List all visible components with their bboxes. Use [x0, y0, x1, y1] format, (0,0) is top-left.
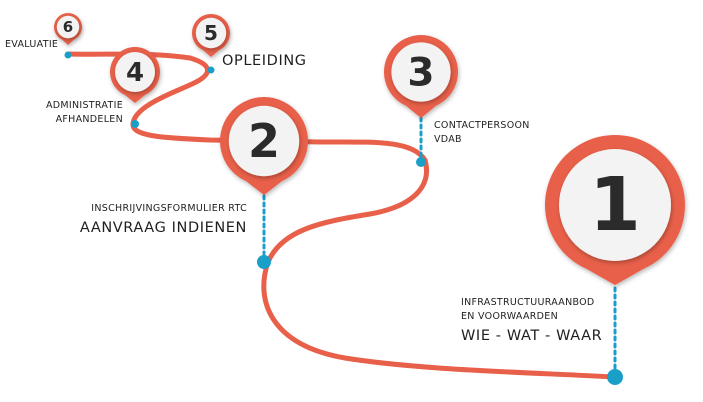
step-2-label-top: INSCHRIJVINGSFORMULIER RTC: [91, 203, 247, 214]
node-3: [416, 157, 426, 167]
step-5-marker: 5: [192, 14, 231, 57]
node-1: [607, 369, 623, 385]
step-5-number: 5: [204, 21, 218, 45]
step-6-number: 6: [63, 18, 73, 36]
step-2-marker-face: [228, 105, 300, 177]
step-3-label-top: CONTACTPERSOON: [434, 120, 530, 131]
step-5-marker-face: [195, 17, 227, 49]
step-1-marker-face: [559, 149, 671, 261]
step-4-label-top: ADMINISTRATIE: [45, 100, 123, 111]
step-4-marker: 4: [110, 47, 161, 103]
step-1-marker: 1: [545, 135, 686, 285]
node-2: [257, 255, 271, 269]
step-1-number: 1: [589, 162, 641, 248]
step-1-title: WIE - WAT - WAAR: [461, 328, 603, 344]
step-3-marker: 3: [383, 34, 458, 118]
step-3-label-mid: VDAB: [434, 134, 462, 145]
step-3-number: 3: [407, 50, 434, 95]
node-4: [131, 120, 139, 128]
step-6-label-top: EVALUATIE: [5, 39, 59, 50]
step-2-number: 2: [248, 114, 280, 168]
step-3-marker-face: [391, 42, 451, 102]
node-5: [207, 66, 215, 74]
step-4-marker-face: [115, 52, 155, 92]
step-6-marker-face: [56, 15, 80, 39]
step-2-marker: 2: [220, 97, 308, 195]
step-4-number: 4: [126, 58, 144, 88]
step-6-marker: 6: [54, 13, 83, 45]
step-1-label-mid: EN VOORWAARDEN: [461, 311, 558, 322]
node-6: [64, 51, 72, 59]
step-5-title: OPLEIDING: [222, 53, 307, 69]
step-4-label-mid: AFHANDELEN: [55, 114, 123, 125]
step-2-title: AANVRAAG INDIENEN: [79, 220, 247, 236]
step-1-label-top: INFRASTRUCTUURAANBOD: [461, 297, 595, 308]
